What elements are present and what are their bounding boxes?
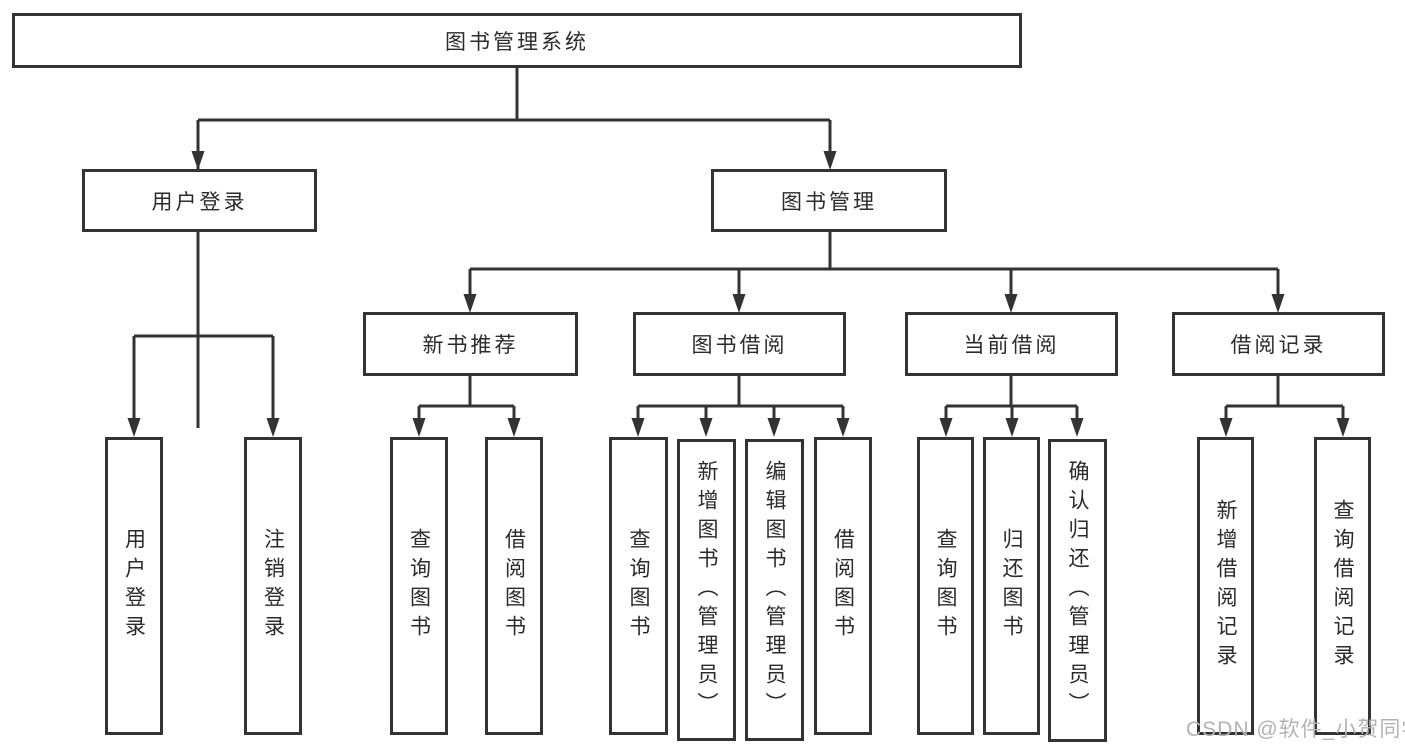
arrowhead: [1219, 418, 1233, 437]
node-br-query-record-label: 查询借阅记录: [1331, 499, 1355, 673]
node-new-book-rec-label: 新书推荐: [422, 334, 519, 357]
node-bb-add-books-label: 新增图书（管理员）: [695, 459, 719, 721]
connector-line: [1224, 376, 1345, 428]
connector-line: [468, 232, 1280, 304]
arrowhead: [1336, 418, 1350, 437]
arrowhead: [412, 418, 426, 437]
arrowhead: [836, 418, 850, 437]
node-cb-query-books-label: 查询图书: [934, 528, 958, 644]
node-cb-confirm-return: 确认归还（管理员）: [1048, 439, 1107, 742]
arrowhead: [1005, 418, 1019, 437]
node-book-borrow: 图书借阅: [633, 312, 846, 376]
node-cb-confirm-return-label: 确认归还（管理员）: [1066, 460, 1090, 721]
csdn-watermark: CSDN @软件_小贺同学: [1186, 718, 1405, 741]
node-rec-query-books-label: 查询图书: [407, 528, 431, 644]
node-logout-login: 注销登录: [244, 437, 302, 735]
node-br-add-record: 新增借阅记录: [1197, 437, 1254, 735]
connector-line: [636, 376, 845, 428]
node-root: 图书管理系统: [12, 13, 1022, 68]
connector-borrow-records: [1219, 376, 1350, 437]
arrowhead: [732, 294, 746, 313]
arrowhead: [767, 418, 781, 437]
arrowhead: [463, 294, 477, 313]
connector-new-book-rec: [412, 376, 521, 437]
arrowhead: [823, 151, 837, 170]
node-user-login-label: 用户登录: [122, 528, 146, 644]
node-borrow-records: 借阅记录: [1172, 312, 1385, 376]
node-user-login-group: 用户登录: [82, 169, 317, 232]
node-bb-edit-books-label: 编辑图书（管理员）: [763, 459, 787, 721]
node-current-borrow-label: 当前借阅: [963, 334, 1060, 357]
node-book-mgmt-label: 图书管理: [781, 190, 877, 214]
node-rec-borrow-books-label: 借阅图书: [502, 528, 526, 644]
node-logout-login-label: 注销登录: [261, 528, 285, 644]
connector-line: [944, 376, 1079, 428]
node-root-label: 图书管理系统: [445, 30, 589, 54]
connector-root-to-level2: [191, 68, 837, 428]
arrowhead: [631, 418, 645, 437]
connector-book-borrow: [631, 376, 850, 437]
connector-line: [132, 232, 275, 428]
node-user-login-group-label: 用户登录: [151, 190, 248, 214]
connector-line: [196, 68, 832, 428]
node-bb-borrow-books: 借阅图书: [814, 437, 872, 735]
node-bb-edit-books: 编辑图书（管理员）: [745, 439, 804, 741]
arrowhead: [266, 418, 280, 437]
node-cb-return-books: 归还图书: [983, 437, 1040, 735]
node-bb-add-books: 新增图书（管理员）: [677, 439, 736, 741]
node-cb-return-books-label: 归还图书: [1000, 528, 1024, 644]
arrowhead: [1004, 294, 1018, 313]
node-bb-query-books: 查询图书: [609, 437, 668, 735]
node-bb-borrow-books-label: 借阅图书: [831, 528, 855, 644]
arrowhead: [127, 418, 141, 437]
node-br-query-record: 查询借阅记录: [1314, 437, 1371, 735]
node-cb-query-books: 查询图书: [917, 437, 974, 735]
connector-current-borrow: [939, 376, 1084, 437]
arrowhead: [939, 418, 953, 437]
node-rec-borrow-books: 借阅图书: [485, 437, 543, 735]
arrowhead: [507, 418, 521, 437]
node-new-book-rec: 新书推荐: [363, 312, 578, 376]
connector-line: [417, 376, 516, 428]
node-br-add-record-label: 新增借阅记录: [1214, 499, 1238, 673]
node-borrow-records-label: 借阅记录: [1230, 334, 1327, 357]
arrowhead: [699, 418, 713, 437]
arrowhead: [191, 151, 205, 170]
node-bb-query-books-label: 查询图书: [627, 528, 651, 644]
arrowhead: [1070, 418, 1084, 437]
node-current-borrow: 当前借阅: [905, 312, 1118, 376]
node-rec-query-books: 查询图书: [390, 437, 448, 735]
connector-user-login-group: [127, 232, 280, 437]
node-book-borrow-label: 图书借阅: [691, 334, 788, 357]
node-user-login: 用户登录: [105, 437, 163, 735]
node-book-mgmt: 图书管理: [711, 169, 947, 232]
arrowhead: [1271, 294, 1285, 313]
connector-book-mgmt: [463, 232, 1285, 313]
